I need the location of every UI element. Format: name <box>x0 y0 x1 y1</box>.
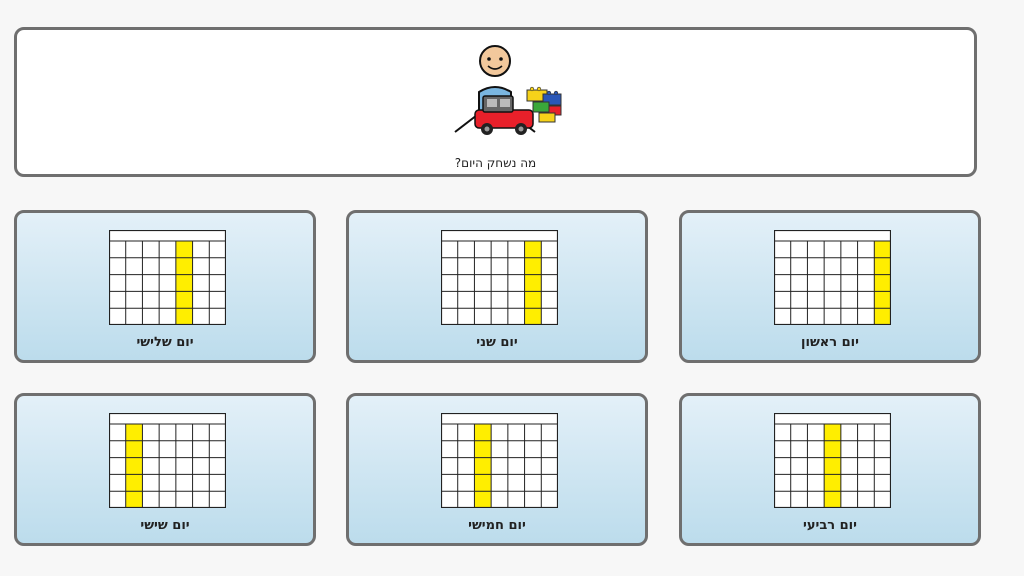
calendar-icon <box>441 230 558 325</box>
day-label: יום שישי <box>140 518 190 533</box>
calendar-icon <box>109 413 226 508</box>
calendar-today-highlight <box>874 241 891 325</box>
prompt-label: מה נשחק היום? <box>454 156 537 170</box>
day-card-friday[interactable]: יום שישי <box>14 393 316 546</box>
calendar-today-highlight <box>524 241 542 325</box>
day-label: יום חמישי <box>468 518 526 533</box>
calendar-icon <box>774 413 891 508</box>
calendar-outline <box>441 413 558 508</box>
day-label: יום רביעי <box>803 518 857 533</box>
calendar-icon <box>774 230 891 325</box>
prompt-card[interactable]: מה נשחק היום? <box>14 27 977 177</box>
day-label: יום שלישי <box>136 335 194 350</box>
calendar-today-highlight <box>175 241 193 325</box>
calendar-frame <box>774 230 891 325</box>
calendar-outline <box>774 413 891 508</box>
calendar-today-highlight <box>824 424 841 508</box>
calendar-outline <box>109 230 226 325</box>
calendar-outline <box>109 413 226 508</box>
day-card-wednesday[interactable]: יום רביעי <box>679 393 981 546</box>
calendar-icon <box>441 413 558 508</box>
calendar-frame <box>109 230 226 325</box>
child-playing-with-toys-icon <box>454 45 562 135</box>
day-label: יום ראשון <box>801 335 859 350</box>
day-card-thursday[interactable]: יום חמישי <box>346 393 648 546</box>
day-label: יום שני <box>476 335 518 350</box>
calendar-icon <box>109 230 226 325</box>
day-card-monday[interactable]: יום שני <box>346 210 648 363</box>
calendar-today-highlight <box>125 424 143 508</box>
calendar-today-highlight <box>474 424 492 508</box>
day-card-sunday[interactable]: יום ראשון <box>679 210 981 363</box>
calendar-outline <box>774 230 891 325</box>
day-card-tuesday[interactable]: יום שלישי <box>14 210 316 363</box>
calendar-outline <box>441 230 558 325</box>
calendar-frame <box>441 413 558 508</box>
